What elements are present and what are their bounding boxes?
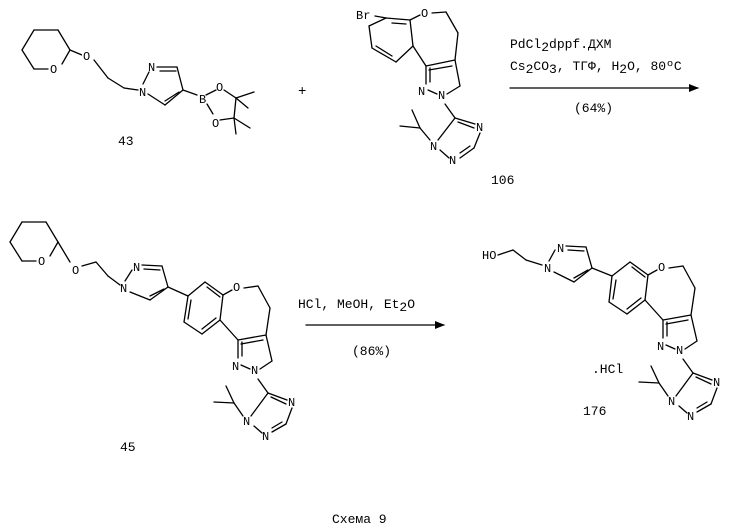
compound-106-structure: Br O N N N N N <box>356 7 483 168</box>
atom-o-ether-43: O <box>83 50 90 64</box>
atom-n-tz3-106: N <box>430 140 437 154</box>
atom-n1-45: N <box>120 282 127 296</box>
reaction-conditions-1: PdCl2dppf.ДХМ Cs2CO3, ТГФ, H2O, 80ºC (64… <box>510 37 698 116</box>
atom-n1-176: N <box>544 262 551 276</box>
atom-ho-176: HO <box>482 249 496 263</box>
atom-n1-43: N <box>139 86 146 100</box>
atom-b-43: B <box>199 93 206 107</box>
atom-o-thp-43: O <box>50 63 57 77</box>
atom-n-tz2-176: N <box>687 410 694 424</box>
label-compound-106: 106 <box>491 173 514 188</box>
atom-n-pz2-106: N <box>438 89 445 103</box>
svg-text:HCl, MeOH, Et2O: HCl, MeOH, Et2O <box>298 297 415 315</box>
atom-n-pz2-45: N <box>251 364 258 378</box>
atom-n2-45: N <box>133 261 140 275</box>
atom-n-tz3-176: N <box>668 395 675 409</box>
yield-2: (86%) <box>352 344 391 359</box>
label-compound-45: 45 <box>120 440 136 455</box>
atom-n-pz1-176: N <box>657 340 664 354</box>
atom-n-pz1-45: N <box>232 360 239 374</box>
atom-o-b1-43: O <box>216 81 223 95</box>
atom-n2-176: N <box>557 242 564 256</box>
compound-176-structure: HO N N O N <box>482 242 720 424</box>
compound-45-structure: O O N N O <box>10 222 295 444</box>
svg-text:PdCl2dppf.ДХМ: PdCl2dppf.ДХМ <box>510 37 611 55</box>
scheme-caption: Схема 9 <box>332 512 387 527</box>
atom-n-pz2-176: N <box>676 344 683 358</box>
atom-n-tz2-106: N <box>449 154 456 168</box>
plus-sign: + <box>298 84 306 100</box>
atom-o-b2-43: O <box>212 117 219 131</box>
label-compound-176: 176 <box>583 404 606 419</box>
atom-o-176: O <box>658 261 665 275</box>
atom-o-106: O <box>421 7 428 21</box>
hcl-salt-label: .HCl <box>592 362 623 377</box>
atom-o-ether-45: O <box>72 264 79 278</box>
label-compound-43: 43 <box>118 134 134 149</box>
reaction-conditions-2: HCl, MeOH, Et2O (86%) <box>298 297 444 359</box>
svg-text:Cs2CO3, ТГФ, H2O, 80ºC: Cs2CO3, ТГФ, H2O, 80ºC <box>510 59 682 77</box>
atom-o-45: O <box>233 281 240 295</box>
atom-o-thp-45: O <box>38 255 45 269</box>
atom-n-tz3-45: N <box>243 415 250 429</box>
yield-1: (64%) <box>574 101 613 116</box>
atom-n-tz2-45: N <box>262 430 269 444</box>
compound-43-structure: O O N N B O O <box>22 30 254 134</box>
atom-br-106: Br <box>356 9 370 23</box>
atom-n-pz1-106: N <box>418 85 425 99</box>
